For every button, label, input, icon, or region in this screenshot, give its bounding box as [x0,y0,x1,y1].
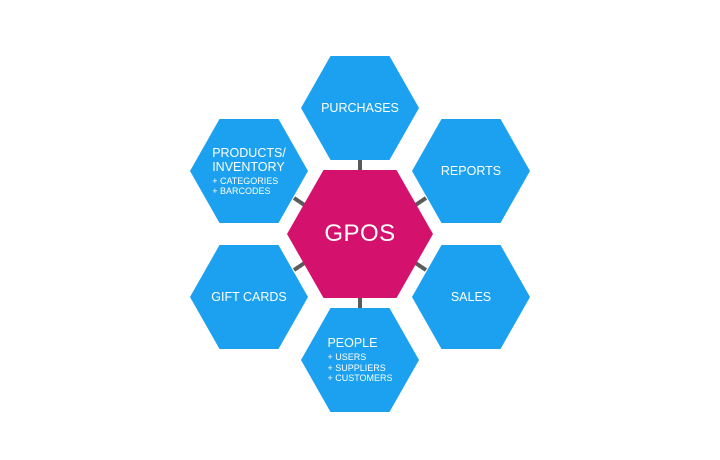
center-title: GPOS [324,220,396,247]
node-gift-cards-title: GIFT CARDS [211,290,287,304]
node-purchases-title: PURCHASES [321,101,399,115]
node-people-title: PEOPLE [327,336,378,351]
node-products-title-line1: PRODUCTS/ [212,145,286,160]
node-center: GPOS [287,170,433,298]
node-people-item: + CUSTOMERS [327,373,393,384]
node-sales-title: SALES [450,290,492,304]
node-products-item: + CATEGORIES [212,175,279,186]
node-people-item: + USERS [327,352,367,363]
node-people-item: + SUPPLIERS [327,362,386,373]
node-products-title-line2: INVENTORY [212,159,285,174]
node-reports-title: REPORTS [440,164,502,178]
node-products-item: + BARCODES [212,186,271,196]
